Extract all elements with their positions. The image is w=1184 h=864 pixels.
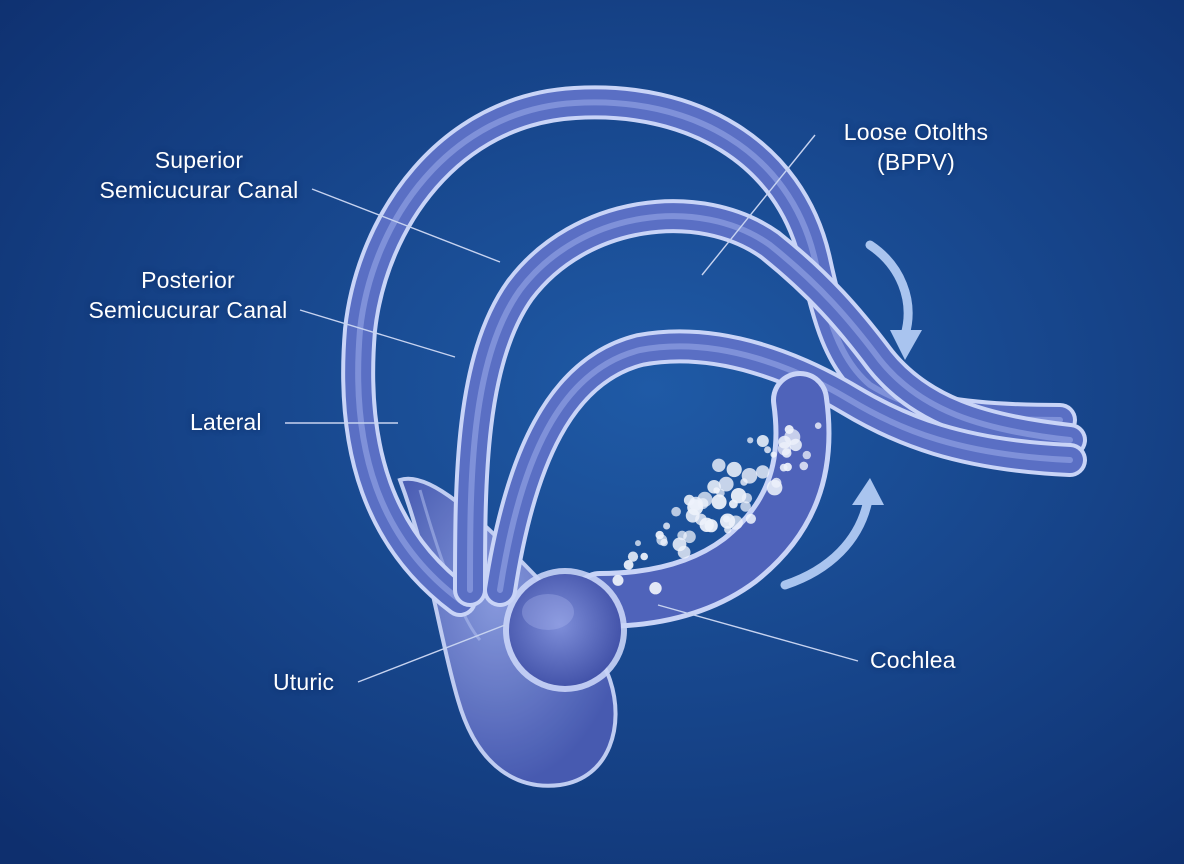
otolith-particle	[663, 522, 671, 530]
leader-superior	[311, 188, 501, 263]
otolith-particle	[771, 477, 782, 488]
otolith-particle	[802, 450, 811, 460]
otolith-particle	[712, 458, 726, 472]
otolith-particle	[671, 506, 681, 517]
otolith-particle	[745, 513, 757, 524]
label-otoliths-line1: Loose Otolths	[843, 119, 989, 145]
otolith-particle	[740, 478, 748, 486]
otolith-particle	[728, 515, 743, 530]
otolith-particle	[777, 442, 792, 456]
label-superior-line2: Semicucurar Canal	[99, 177, 299, 203]
otolith-particle	[623, 560, 634, 570]
otolith-particle	[770, 451, 777, 458]
superior-canal	[341, 85, 1077, 617]
label-loose-otoliths: Loose Otolths (BPPV)	[830, 117, 1002, 177]
label-superior-canal: Superior Semicucurar Canal	[86, 145, 312, 205]
label-lateral: Lateral	[190, 409, 262, 435]
leader-posterior	[299, 309, 456, 358]
otolith-particle	[612, 574, 624, 586]
otolith-particle	[730, 488, 747, 504]
lateral-canal	[483, 329, 1087, 607]
otolith-particle	[697, 498, 709, 510]
posterior-canal	[453, 199, 1087, 607]
otolith-particle	[726, 461, 742, 478]
otolith-particle	[723, 515, 730, 523]
otolith-particle	[756, 465, 770, 479]
otolith-particle	[660, 538, 668, 547]
leader-otoliths	[701, 134, 816, 276]
utricle-bulb	[503, 568, 627, 692]
otolith-particle	[713, 487, 720, 494]
label-posterior-line2: Semicucurar Canal	[88, 297, 288, 323]
otolith-particle	[814, 422, 822, 430]
otolith-particle	[747, 437, 754, 444]
label-superior-line1: Superior	[154, 147, 244, 173]
otolith-particle	[718, 476, 734, 492]
label-otoliths-line2: (BPPV)	[877, 149, 955, 175]
leader-lines	[285, 134, 859, 683]
label-cochlea: Cochlea	[870, 647, 956, 673]
otolith-particle	[649, 582, 662, 595]
otolith-particle	[704, 519, 718, 533]
ampulla-limb	[571, 371, 832, 629]
otolith-particle	[627, 551, 639, 562]
otolith-particle	[740, 501, 751, 512]
label-utricle: Uturic	[273, 669, 335, 695]
otolith-particles	[612, 422, 822, 595]
otolith-particle	[783, 462, 792, 472]
otolith-particle	[784, 429, 801, 445]
curved-arrow-up-icon	[780, 478, 884, 590]
otolith-particle	[799, 461, 809, 471]
curved-arrow-down-icon	[865, 240, 922, 360]
otolith-particle	[764, 446, 772, 454]
otolith-particle	[635, 540, 641, 547]
otolith-particle	[756, 435, 769, 447]
leader-utricle	[357, 624, 506, 683]
label-posterior-line1: Posterior	[141, 267, 235, 293]
otolith-particle	[711, 494, 727, 510]
otolith-particle	[640, 552, 648, 561]
label-posterior-canal: Posterior Semicucurar Canal	[80, 265, 296, 325]
otolith-particle	[695, 513, 707, 526]
otolith-particle	[683, 494, 695, 506]
leader-cochlea	[657, 604, 859, 662]
otolith-particle	[672, 537, 687, 552]
